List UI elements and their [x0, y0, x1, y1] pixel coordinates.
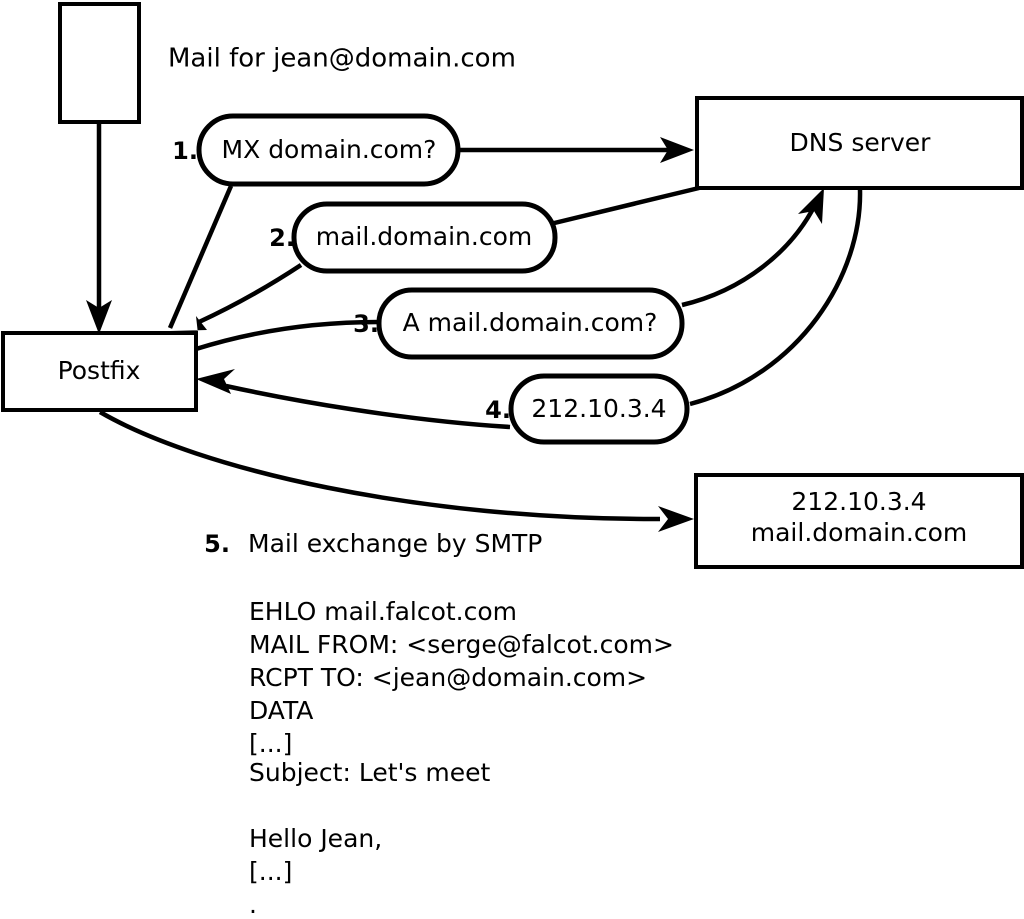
step-4-bubble: 212.10.3.4 4.: [485, 373, 690, 445]
transcript-line: .: [249, 890, 257, 919]
postfix-label: Postfix: [58, 356, 141, 385]
target-server-node: 212.10.3.4 mail.domain.com: [694, 473, 1024, 569]
transcript-line: Subject: Let's meet: [249, 758, 490, 787]
step-1-bubble: MX domain.com? 1.: [172, 113, 461, 187]
step-2-label: mail.domain.com: [316, 222, 532, 251]
transcript-line: RCPT TO: <jean@domain.com>: [249, 663, 647, 692]
arrowhead-step3-to-dns: [798, 188, 824, 224]
step-3-number: 3.: [353, 310, 379, 338]
transcript-line: MAIL FROM: <serge@falcot.com>: [249, 630, 674, 659]
arrowhead-postfix-to-target: [658, 506, 694, 532]
edge-postfix-to-step3: [195, 319, 379, 352]
step-5-caption: Mail exchange by SMTP: [248, 529, 542, 558]
edge-postfix-to-target: [98, 410, 694, 532]
transcript-line: DATA: [249, 696, 313, 725]
diagram-title: Mail for jean@domain.com: [168, 44, 516, 74]
arrowhead-sender-to-postfix: [86, 300, 112, 334]
edge-step4-to-postfix: [196, 369, 511, 430]
edge-dns-to-step2: [541, 185, 700, 229]
transcript-line: EHLO mail.falcot.com: [249, 597, 517, 626]
step-3-bubble: A mail.domain.com? 3.: [353, 287, 685, 360]
dns-server-label: DNS server: [790, 128, 932, 157]
arrowhead-step4-to-postfix: [196, 369, 235, 394]
step-4-bubble-shape: [508, 373, 690, 445]
edge-step1-to-dns: [458, 137, 694, 163]
sender-box: [58, 2, 141, 124]
dns-server-node: DNS server: [695, 96, 1024, 190]
edge-step2-to-postfix: [170, 263, 303, 334]
edge-postfix-to-step1: [167, 185, 234, 329]
arrowhead-step1-to-dns: [660, 137, 694, 163]
postfix-node: Postfix: [1, 331, 198, 412]
transcript-line: Hello Jean,: [249, 824, 382, 853]
step-5-number: 5.: [204, 530, 230, 558]
edge-sender-to-postfix: [86, 122, 112, 334]
step-1-label: MX domain.com?: [222, 135, 437, 164]
transcript-line: [...]: [249, 857, 292, 886]
postfix-box: [1, 331, 198, 412]
transcript-line: [...]: [249, 729, 292, 758]
step-2-bubble: mail.domain.com 2.: [269, 201, 558, 274]
step-2-number: 2.: [269, 224, 295, 252]
dns-server-box: [695, 96, 1024, 190]
target-server-box: [694, 473, 1024, 569]
step-4-label: 212.10.3.4: [531, 394, 666, 423]
step-3-label: A mail.domain.com?: [403, 308, 658, 337]
edge-dns-to-step4: [689, 189, 863, 407]
step-3-bubble-shape: [376, 287, 685, 360]
step-4-number: 4.: [485, 396, 511, 424]
target-server-ip: 212.10.3.4: [791, 487, 926, 516]
target-server-hostname: mail.domain.com: [751, 518, 967, 547]
step-1-number: 1.: [172, 137, 198, 165]
edge-step3-to-dns: [681, 188, 824, 308]
arrowhead-step2-to-postfix: [170, 316, 207, 334]
step-2-bubble-shape: [291, 201, 558, 274]
step-1-bubble-shape: [196, 113, 461, 187]
